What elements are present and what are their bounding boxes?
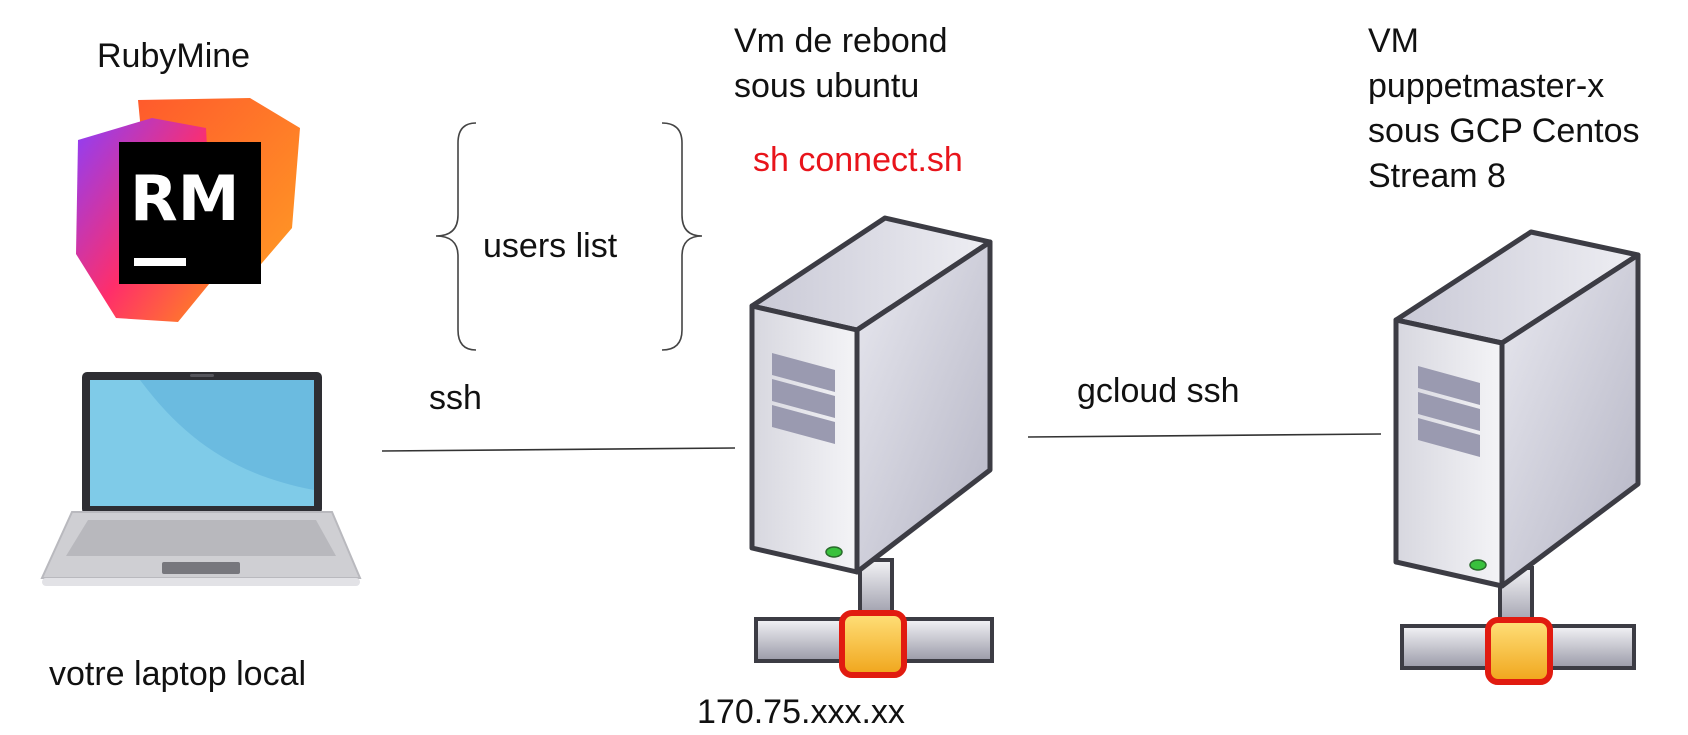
- rubymine-logo: RM: [76, 98, 300, 322]
- target-title-line-1: VM: [1368, 22, 1419, 60]
- target-title-line-2: puppetmaster-x: [1368, 67, 1605, 105]
- bastion-network-node: [839, 610, 907, 678]
- diagram-canvas: RM: [40, 98, 1641, 685]
- ssh-edge-label: ssh: [429, 379, 482, 417]
- bastion-title-line-2: sous ubuntu: [734, 67, 920, 105]
- rubymine-logo-text: RM: [130, 162, 239, 235]
- bastion-server-icon: [749, 215, 994, 678]
- users-list-label: users list: [483, 227, 618, 265]
- target-server-icon: [1393, 229, 1641, 685]
- target-network-node: [1485, 617, 1553, 685]
- gcloud-ssh-connection-line: [1027, 433, 1382, 438]
- bastion-title-line-1: Vm de rebond: [734, 22, 948, 60]
- users-list-brace: [435, 122, 703, 351]
- laptop-icon: [40, 372, 362, 586]
- target-led: [1469, 559, 1487, 571]
- ssh-connection-line: [381, 447, 736, 452]
- connect-command-label: sh connect.sh: [753, 141, 963, 179]
- target-title-line-4: Stream 8: [1368, 157, 1506, 195]
- target-title-line-3: sous GCP Centos: [1368, 112, 1640, 150]
- bastion-led: [825, 546, 843, 558]
- gcloud-ssh-edge-label: gcloud ssh: [1077, 372, 1240, 410]
- laptop-label: votre laptop local: [49, 655, 307, 693]
- bastion-ip-label: 170.75.xxx.xx: [697, 693, 905, 731]
- rubymine-label: RubyMine: [97, 37, 251, 75]
